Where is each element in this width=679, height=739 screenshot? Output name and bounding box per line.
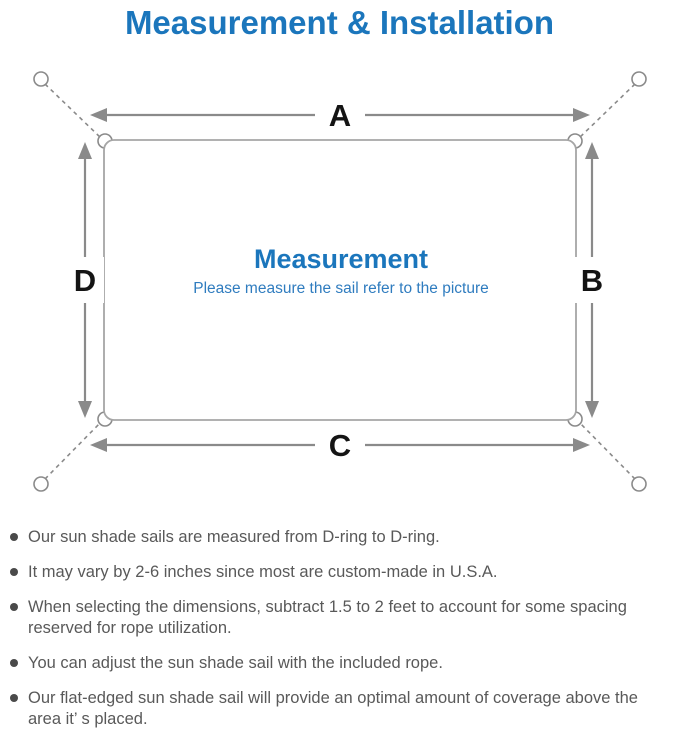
anchor-rings xyxy=(33,71,647,492)
label-side-a: A xyxy=(329,98,351,133)
anchor-ring-top-right xyxy=(631,71,647,87)
label-bg-left xyxy=(66,257,104,303)
notes-list: Our sun shade sails are measured from D-… xyxy=(10,527,669,739)
list-item: Our flat-edged sun shade sail will provi… xyxy=(10,688,669,730)
label-bg-right xyxy=(573,257,611,303)
note-text: It may vary by 2-6 inches since most are… xyxy=(28,563,498,581)
diagram-center-title: Measurement xyxy=(254,244,428,274)
label-bg-bottom xyxy=(315,426,365,464)
list-item: Our sun shade sails are measured from D-… xyxy=(10,527,669,548)
anchor-ring-bottom-left xyxy=(33,476,49,492)
bullet-dot-icon xyxy=(10,533,18,541)
note-text: Our sun shade sails are measured from D-… xyxy=(28,528,440,546)
anchor-ring-bottom-right xyxy=(631,476,647,492)
anchor-ring-top-left xyxy=(33,71,49,87)
label-bg-top xyxy=(315,96,365,134)
arrowhead-left xyxy=(90,438,107,452)
arrowhead-right xyxy=(573,438,590,452)
note-text: Our flat-edged sun shade sail will provi… xyxy=(28,689,638,728)
arrowhead-left xyxy=(90,108,107,122)
list-item: When selecting the dimensions, subtract … xyxy=(10,597,669,639)
page-title: Measurement & Installation xyxy=(124,4,555,41)
arrowhead-down xyxy=(585,401,599,418)
rope-top-right xyxy=(576,83,636,141)
bullet-dot-icon xyxy=(10,659,18,667)
rope-bottom-left xyxy=(44,419,104,480)
note-text: You can adjust the sun shade sail with t… xyxy=(28,654,443,672)
arrowhead-up xyxy=(585,142,599,159)
note-text: When selecting the dimensions, subtract … xyxy=(28,598,627,637)
bullet-dot-icon xyxy=(10,694,18,702)
rope-bottom-right xyxy=(576,419,636,480)
label-side-c: C xyxy=(329,428,351,463)
rope-top-left xyxy=(44,83,104,141)
label-side-d: D xyxy=(74,263,96,298)
list-item: You can adjust the sun shade sail with t… xyxy=(10,653,669,674)
arrowhead-down xyxy=(78,401,92,418)
list-item: It may vary by 2-6 inches since most are… xyxy=(10,562,669,583)
diagram-center-subtitle: Please measure the sail refer to the pic… xyxy=(193,280,489,297)
label-side-b: B xyxy=(581,263,603,298)
bullet-dot-icon xyxy=(10,603,18,611)
anchor-ropes xyxy=(44,83,636,480)
bullet-dot-icon xyxy=(10,568,18,576)
arrowhead-up xyxy=(78,142,92,159)
arrowhead-right xyxy=(573,108,590,122)
